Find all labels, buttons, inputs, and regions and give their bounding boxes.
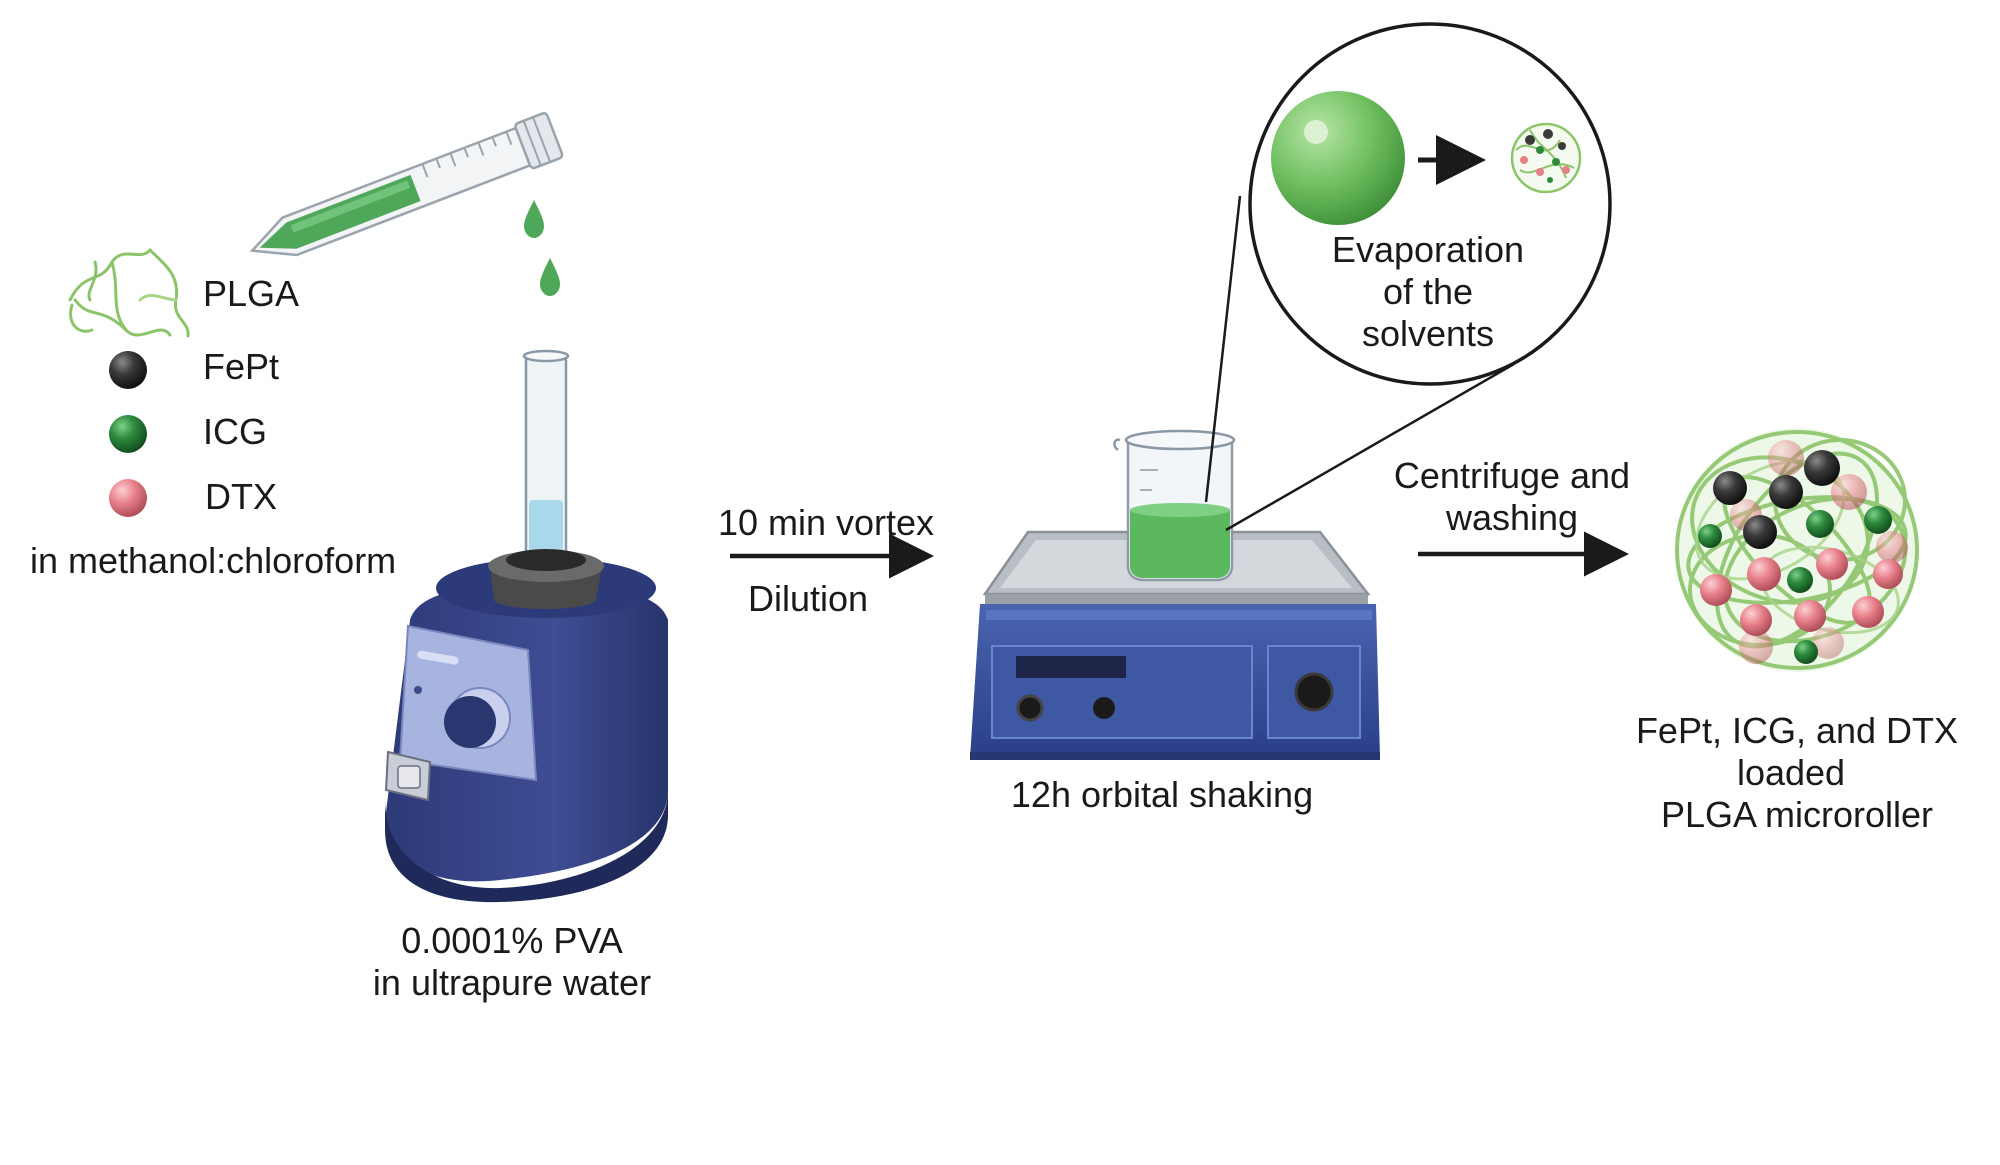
emulsion-droplet-icon: [1271, 91, 1405, 225]
product-label-line1: FePt, ICG, and DTX: [1635, 710, 1959, 751]
legend-fept-label: FePt: [203, 346, 280, 387]
inset-label-line2: of the: [1382, 271, 1474, 312]
beaker-icon: [1113, 429, 1236, 582]
zoom-line: [1225, 362, 1515, 532]
legend-solvent-label: in methanol:chloroform: [30, 540, 397, 581]
vortexer-label-line1: 0.0001% PVA: [401, 920, 623, 961]
inset-label-line1: Evaporation: [1331, 229, 1525, 270]
small-microparticle-icon: [1510, 122, 1582, 194]
shaker-label: 12h orbital shaking: [1010, 774, 1314, 815]
step1-bottom-label: Dilution: [747, 578, 869, 619]
inset-label-line3: solvents: [1361, 313, 1495, 354]
vortexer-label-line2: in ultrapure water: [372, 962, 652, 1003]
step2-label-line2: washing: [1445, 497, 1579, 538]
dtx-legend-icon: [109, 479, 147, 517]
icg-legend-icon: [109, 415, 147, 453]
legend-dtx-label: DTX: [205, 476, 277, 517]
zoom-line: [1204, 195, 1242, 503]
vortex-mixer-icon: [384, 349, 668, 903]
plga-microroller-icon: [1675, 428, 1919, 672]
product-label-line3: PLGA microroller: [1660, 794, 1934, 835]
falcon-tube-icon: [249, 112, 564, 257]
droplet-icon: [524, 200, 544, 238]
fept-legend-icon: [109, 351, 147, 389]
step2-label-line1: Centrifuge and: [1393, 455, 1631, 496]
plga-polymer-icon: [68, 248, 190, 338]
legend-plga-label: PLGA: [203, 273, 300, 314]
droplet-icon: [540, 258, 560, 296]
legend-icg-label: ICG: [203, 411, 268, 452]
step1-top-label: 10 min vortex: [717, 502, 935, 543]
product-label-line2: loaded: [1736, 752, 1846, 793]
